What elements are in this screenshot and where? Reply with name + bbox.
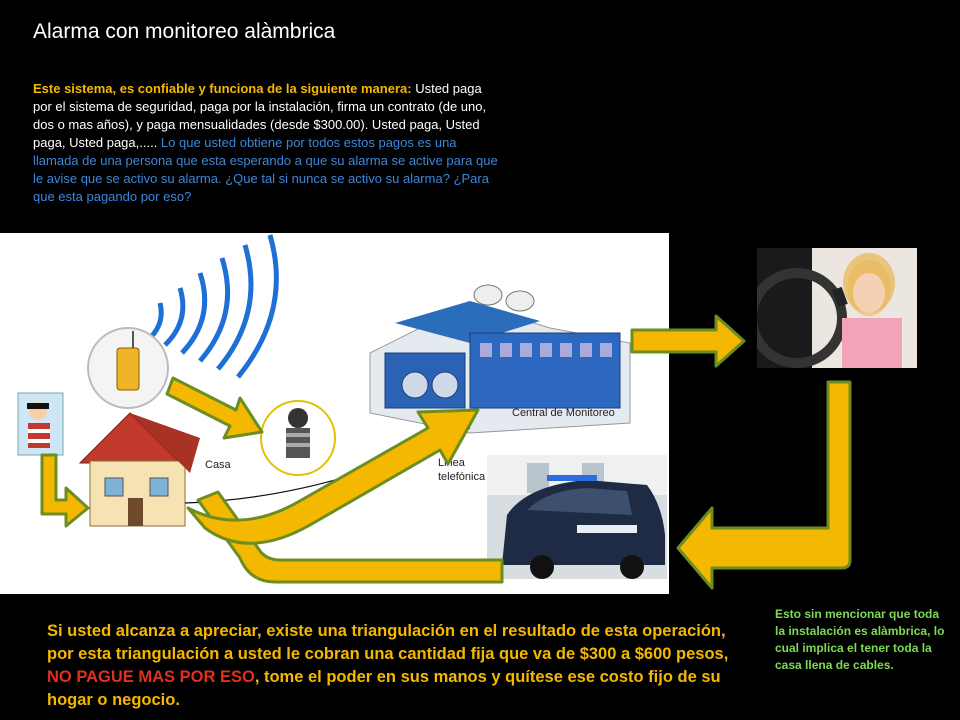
monitoring-central-icon	[369, 284, 631, 434]
bottom-text-part1: Si usted alcanza a apreciar, existe una …	[47, 622, 729, 663]
intro-highlight: Lo que usted obtiene por todos estos pag…	[33, 135, 498, 204]
house-icon	[78, 412, 200, 527]
woman-phone-photo	[757, 248, 917, 368]
thief-icon	[17, 392, 64, 456]
casa-label: Casa	[205, 459, 232, 471]
phone-line-label-2: telefónica	[438, 471, 486, 483]
side-note: Esto sin mencionar que toda la instalaci…	[775, 607, 945, 672]
intro-body: Usted paga por el sistema de seguridad, …	[33, 81, 487, 150]
intro-lead: Este sistema, es confiable y funciona de…	[33, 81, 412, 96]
burglar-icon	[260, 400, 336, 476]
intro-paragraph: Este sistema, es confiable y funciona de…	[33, 80, 503, 206]
central-label: Central de Monitoreo	[512, 407, 615, 419]
wireless-signal-icon	[148, 234, 279, 379]
police-car-photo	[487, 455, 667, 579]
bottom-text-part2: , tome el poder en sus manos y quítese e…	[47, 668, 721, 709]
bottom-highlight: NO PAGUE MAS POR ESO	[47, 668, 255, 686]
bottom-paragraph: Si usted alcanza a apreciar, existe una …	[47, 620, 747, 712]
slide-title: Alarma con monitoreo alàmbrica	[33, 20, 336, 43]
phone-line-label-1: Linea	[438, 457, 466, 469]
alarm-sensor-icon	[87, 327, 169, 409]
arrow-woman-to-police	[676, 380, 852, 590]
